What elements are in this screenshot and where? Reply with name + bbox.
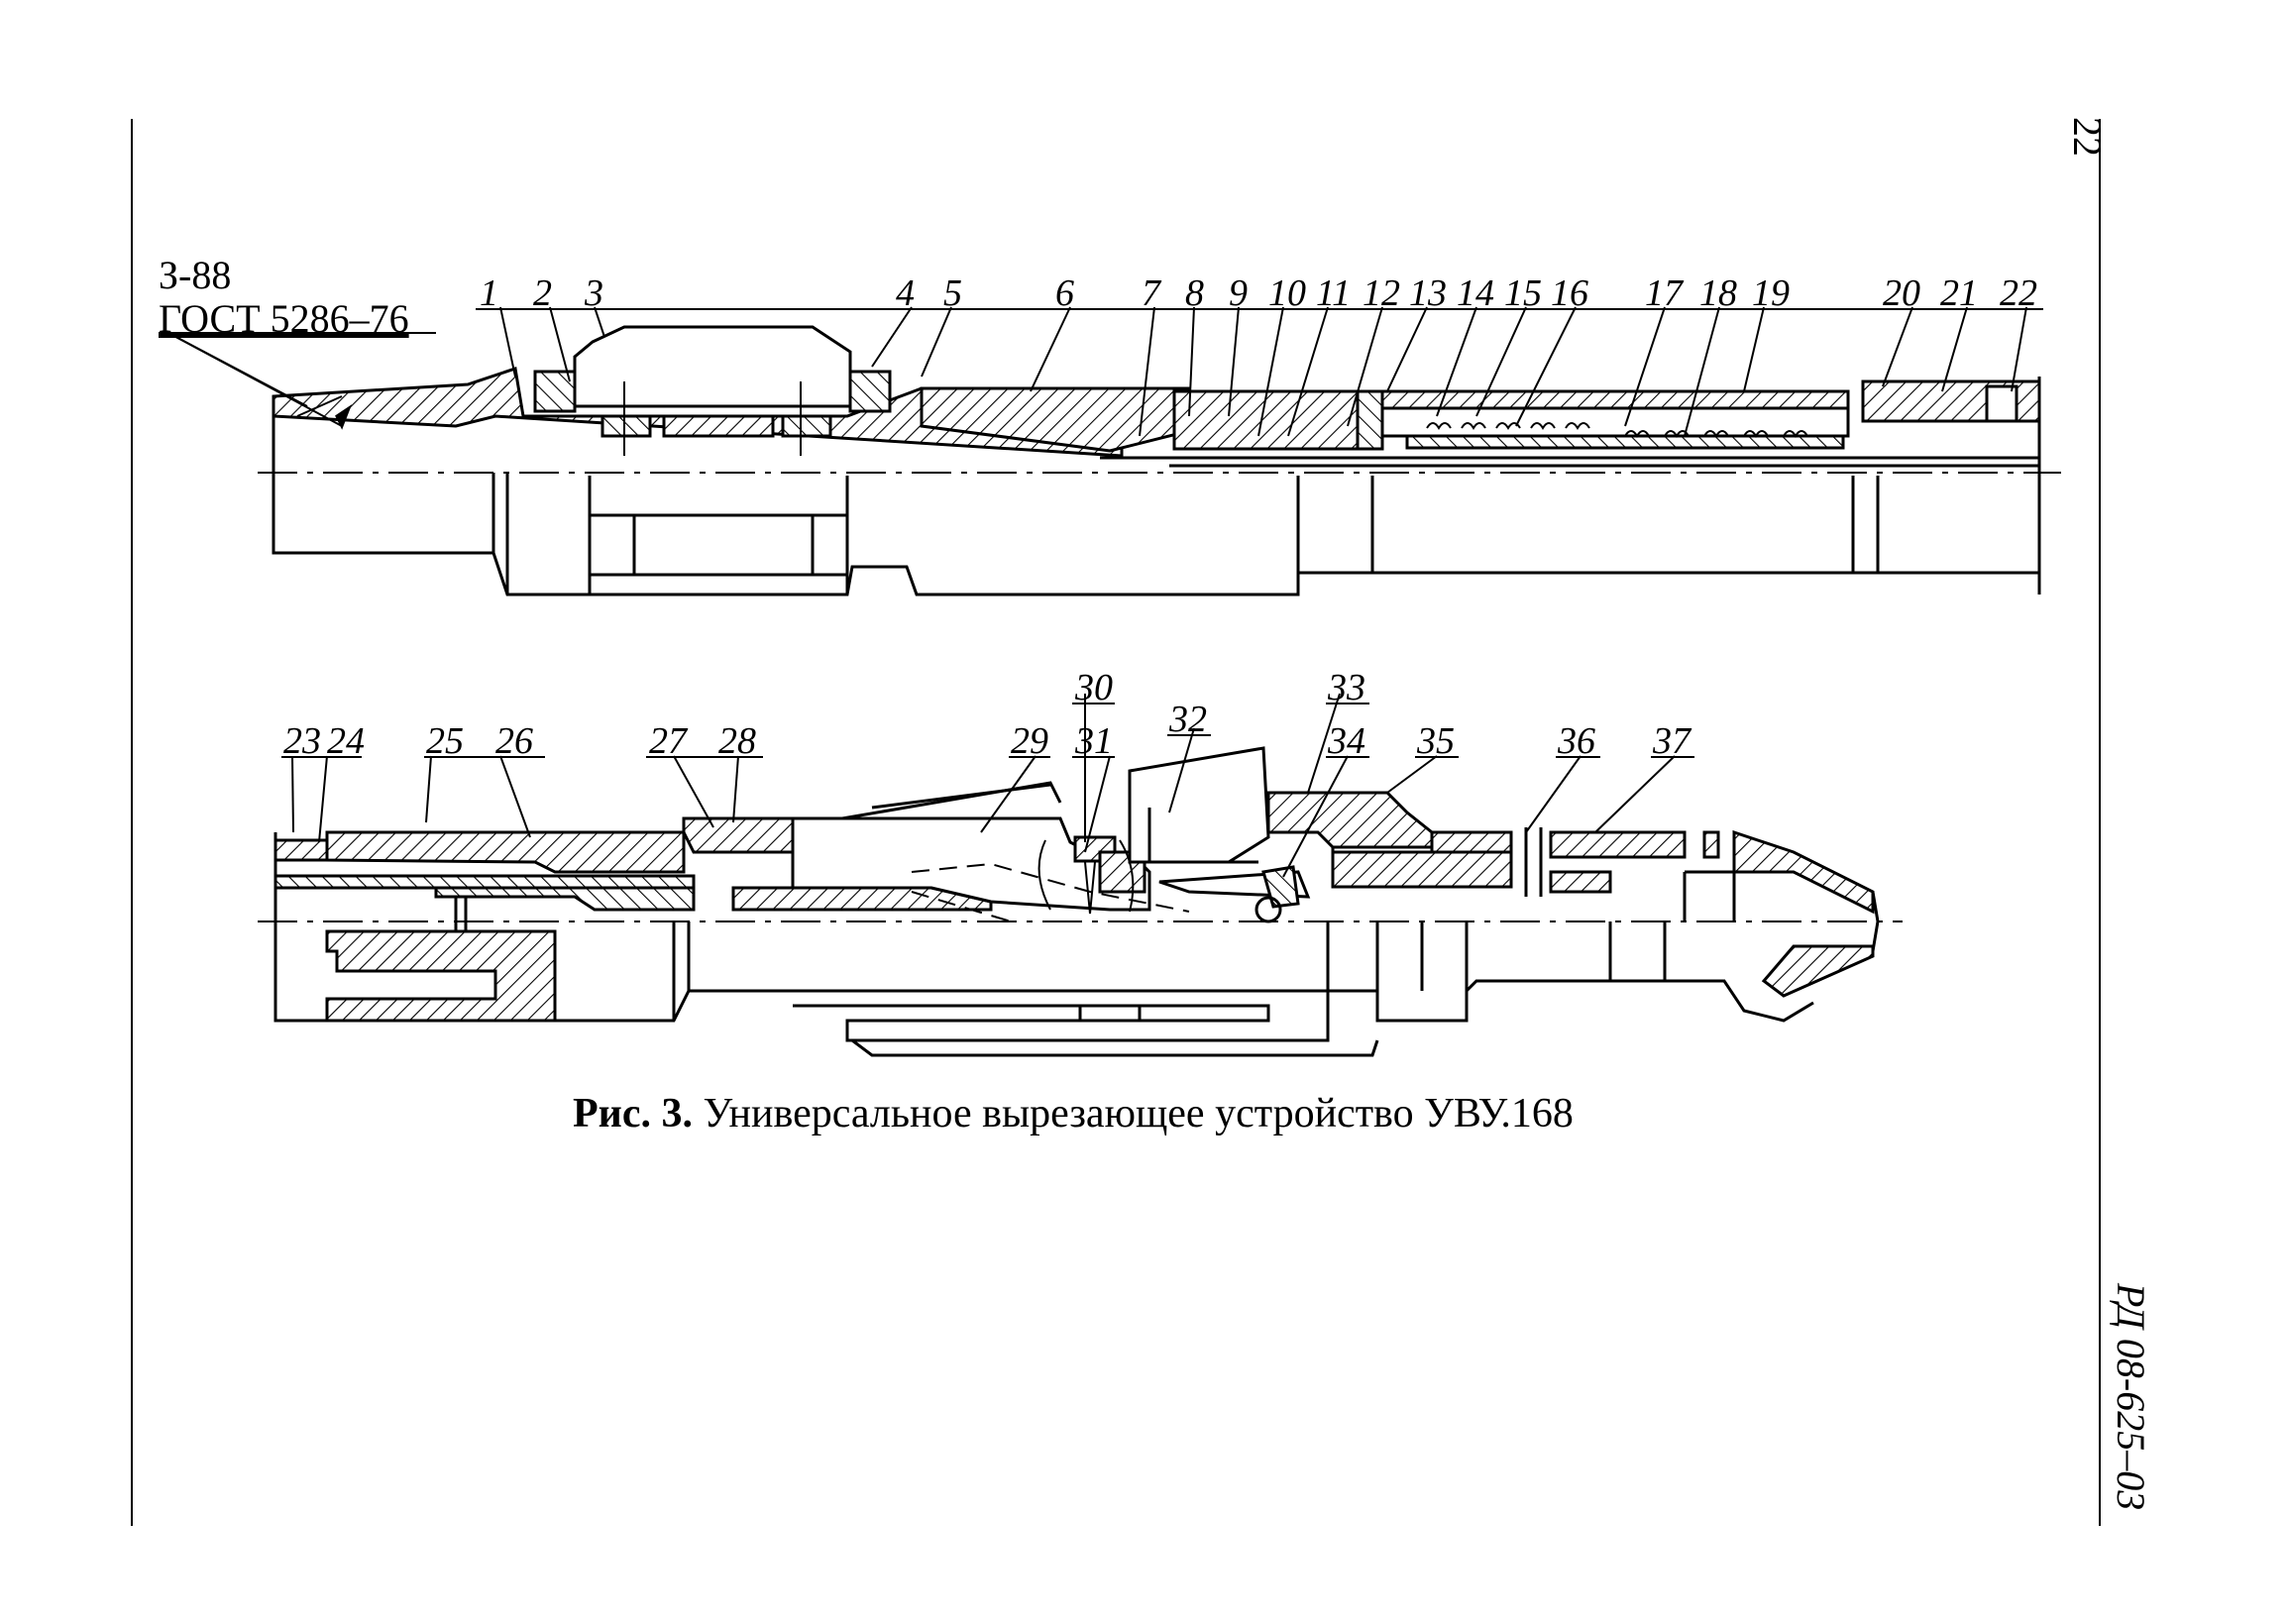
figure-number: Рис. 3. xyxy=(573,1091,693,1137)
callout-6: 6 xyxy=(1055,272,1074,314)
callout-33: 33 xyxy=(1327,667,1365,708)
callout-20: 20 xyxy=(1883,272,1920,314)
thread-spec-label: З-88 xyxy=(159,256,231,295)
callout-32: 32 xyxy=(1168,699,1207,740)
callout-3: 3 xyxy=(584,272,603,314)
callout-28: 28 xyxy=(718,720,756,762)
callout-24: 24 xyxy=(327,720,365,762)
callout-11: 11 xyxy=(1316,272,1351,314)
lower-callout-underlines xyxy=(281,703,1694,758)
callout-26: 26 xyxy=(495,720,533,762)
figure-title: Универсальное вырезающее устройство УВУ.… xyxy=(703,1091,1574,1137)
thread-spec: З-88 xyxy=(159,253,232,297)
callout-19: 19 xyxy=(1752,272,1790,314)
right-margin-line xyxy=(2099,119,2101,1526)
upper-callouts: 1 2 3 4 5 6 7 8 9 10 11 12 13 14 15 16 1… xyxy=(480,272,2037,314)
thread-standard: ГОСТ 5286–76 xyxy=(159,296,409,341)
upper-callout-leaders xyxy=(499,306,2027,437)
callout-29: 29 xyxy=(1011,720,1048,762)
callout-8: 8 xyxy=(1185,272,1204,314)
callout-18: 18 xyxy=(1699,272,1737,314)
callout-34: 34 xyxy=(1327,720,1365,762)
callout-12: 12 xyxy=(1363,272,1400,314)
callout-13: 13 xyxy=(1409,272,1447,314)
callout-9: 9 xyxy=(1229,272,1248,314)
callout-14: 14 xyxy=(1457,272,1494,314)
callout-21: 21 xyxy=(1940,272,1978,314)
callout-23: 23 xyxy=(283,720,321,762)
callout-30: 30 xyxy=(1074,667,1113,708)
upper-assembly-view xyxy=(159,325,2061,596)
callout-16: 16 xyxy=(1551,272,1588,314)
callout-25: 25 xyxy=(426,720,464,762)
callout-15: 15 xyxy=(1504,272,1542,314)
figure-caption: Рис. 3. Универсальное вырезающее устройс… xyxy=(573,1090,1574,1137)
page-number: 22 xyxy=(2065,117,2110,157)
lower-callout-leaders xyxy=(291,693,1676,878)
callout-35: 35 xyxy=(1416,720,1455,762)
callout-22: 22 xyxy=(2000,272,2037,314)
callout-4: 4 xyxy=(896,272,915,314)
callout-1: 1 xyxy=(480,272,498,314)
left-margin-line xyxy=(131,119,133,1526)
callout-37: 37 xyxy=(1652,720,1692,762)
lower-callouts: 23 24 25 26 27 28 29 30 31 32 33 34 35 3… xyxy=(283,667,1692,762)
callout-7: 7 xyxy=(1142,272,1162,314)
callout-17: 17 xyxy=(1645,272,1685,314)
document-code: РД 08-625–03 xyxy=(2109,1283,2153,1511)
callout-5: 5 xyxy=(943,272,962,314)
callout-27: 27 xyxy=(649,720,689,762)
callout-31: 31 xyxy=(1074,720,1113,762)
lower-assembly-view xyxy=(258,746,1903,1057)
callout-10: 10 xyxy=(1268,272,1306,314)
callout-36: 36 xyxy=(1557,720,1595,762)
callout-2: 2 xyxy=(533,272,552,314)
thread-standard-label: ГОСТ 5286–76 xyxy=(159,299,409,339)
